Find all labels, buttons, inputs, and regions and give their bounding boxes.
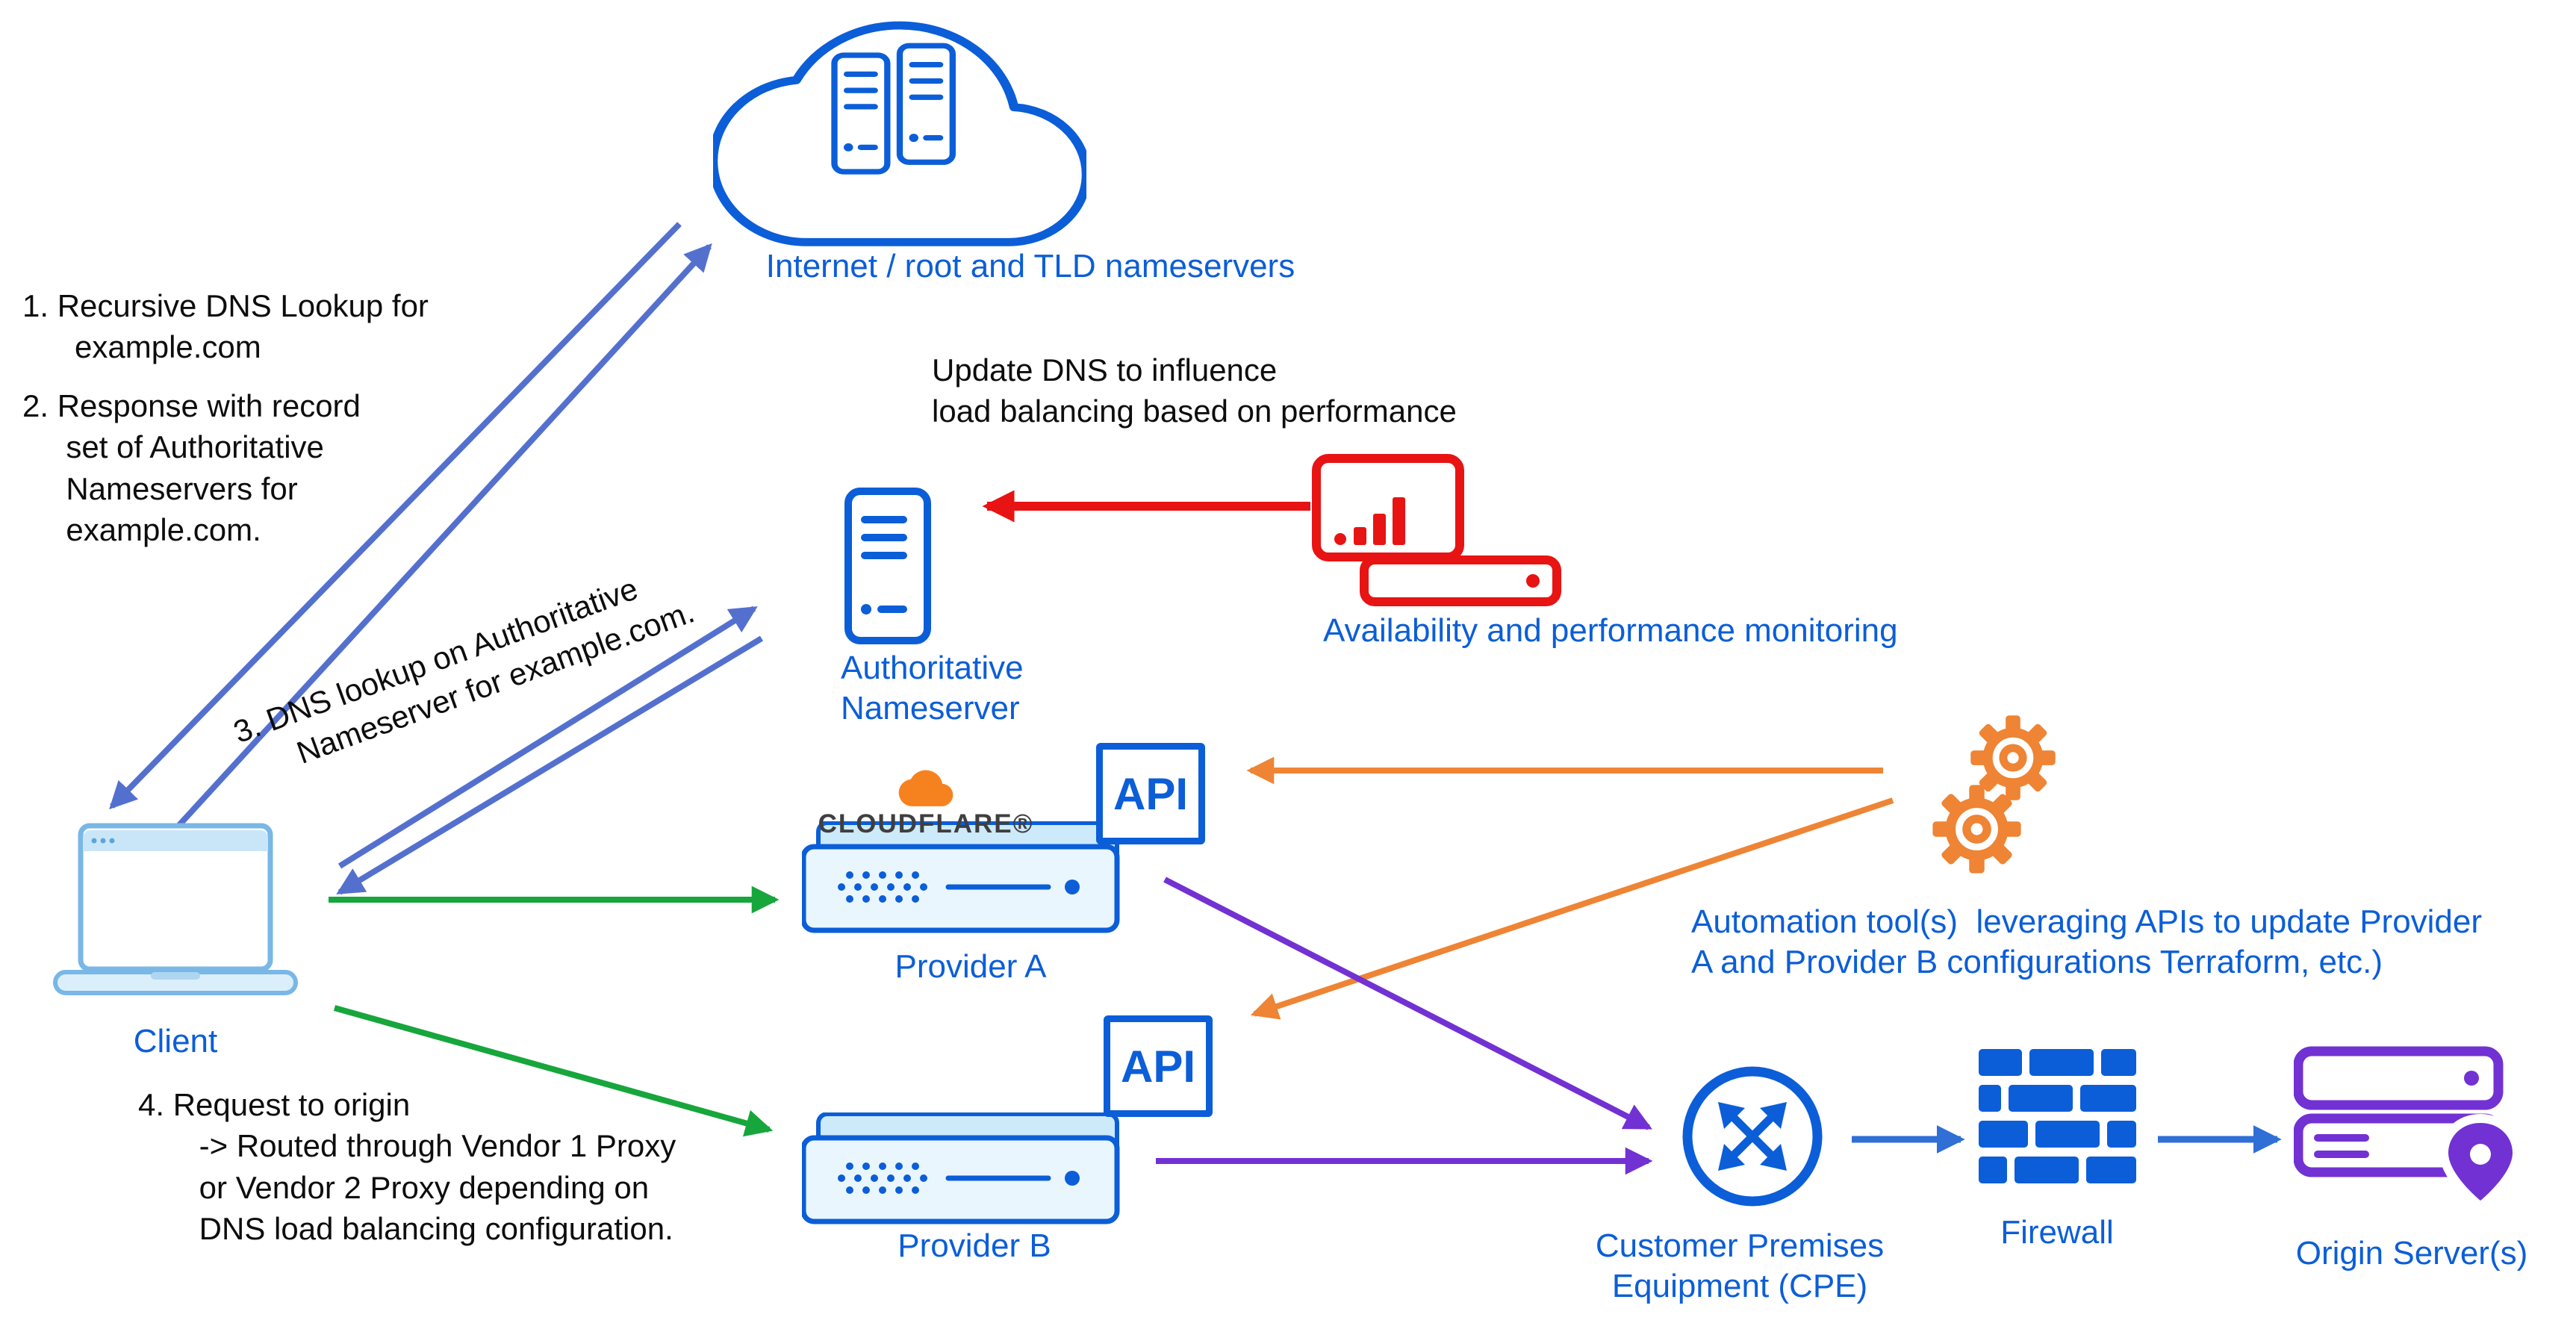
cloudflare-cloud-icon	[898, 770, 953, 806]
client-label: Client	[133, 1023, 218, 1059]
cpe-router-icon	[1676, 1060, 1829, 1213]
cloudflare-wordmark: CLOUDFLARE®	[818, 809, 1034, 838]
server-tower-icon	[831, 52, 891, 175]
cloudflare-logo: CLOUDFLARE®	[818, 769, 1034, 839]
arrow-client-to-provider-b	[333, 1005, 774, 1137]
provider-b-appliance-icon	[802, 1112, 1127, 1224]
api-label: API	[1120, 1041, 1196, 1092]
provider-b-label: Provider B	[897, 1227, 1051, 1264]
gear-icon	[1930, 782, 2023, 876]
authoritative-nameserver-label: Authoritative Nameserver	[841, 650, 1024, 726]
automation-label: Automation tool(s) leveraging APIs to up…	[1691, 903, 2483, 980]
api-label: API	[1113, 768, 1189, 819]
arrow-authoritative-to-client	[336, 635, 764, 895]
arrow-internet-to-client	[109, 222, 682, 809]
note-update-dns: Update DNS to influence load balancing b…	[932, 352, 1457, 429]
arrow-client-to-authoritative	[337, 606, 758, 869]
internet-cloud-icon	[713, 19, 1086, 252]
cpe-label: Customer Premises Equipment (CPE)	[1595, 1227, 1885, 1304]
origin-servers-icon	[2294, 1044, 2521, 1216]
authoritative-nameserver-icon	[842, 487, 933, 645]
monitoring-icon	[1310, 454, 1564, 607]
note-response-recordset: 2. Response with record set of Authorita…	[22, 388, 361, 548]
map-pin-icon	[2439, 1113, 2521, 1213]
client-laptop-icon	[52, 821, 299, 1004]
server-tower-icon	[896, 43, 956, 165]
internet-label: Internet / root and TLD nameservers	[765, 248, 1295, 284]
note-request-to-origin: 4. Request to origin -> Routed through V…	[138, 1087, 676, 1247]
arrow-provider-a-to-cpe	[1163, 877, 1652, 1130]
note-recursive-lookup: 1. Recursive DNS Lookup for example.com	[22, 288, 429, 365]
firewall-icon	[1977, 1047, 2138, 1205]
api-badge-provider-b: API	[1104, 1015, 1213, 1117]
monitoring-label: Availability and performance monitoring	[1323, 612, 1898, 649]
provider-a-label: Provider A	[895, 948, 1047, 985]
origin-label: Origin Server(s)	[2295, 1235, 2528, 1272]
provider-a-appliance-icon	[802, 821, 1127, 933]
firewall-label: Firewall	[2000, 1214, 2114, 1251]
api-badge-provider-a: API	[1096, 743, 1205, 844]
arrow-client-to-internet	[177, 243, 712, 827]
